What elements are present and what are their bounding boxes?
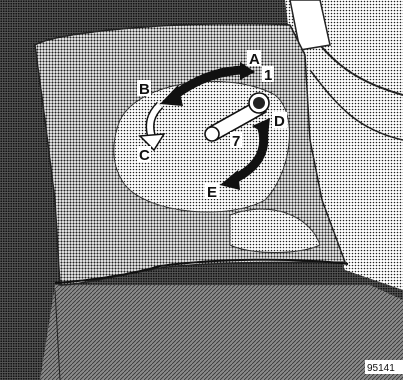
label-b-text: B <box>139 81 150 98</box>
rotary-knob <box>249 93 269 113</box>
label-a: A <box>247 50 261 68</box>
label-a-text: A <box>249 51 260 68</box>
label-c: C <box>137 146 151 164</box>
floor-carpet <box>40 285 403 380</box>
label-one-text: 1 <box>264 67 272 84</box>
label-e: E <box>205 183 219 201</box>
label-c-text: C <box>139 147 150 164</box>
label-e-text: E <box>207 184 217 201</box>
label-one: 1 <box>262 66 274 84</box>
label-seven-text: 7 <box>232 133 240 150</box>
label-seven: 7 <box>230 132 242 150</box>
label-d-text: D <box>274 113 285 130</box>
reference-code: 95141 <box>367 363 395 374</box>
label-b: B <box>137 80 151 98</box>
label-d: D <box>272 112 287 130</box>
